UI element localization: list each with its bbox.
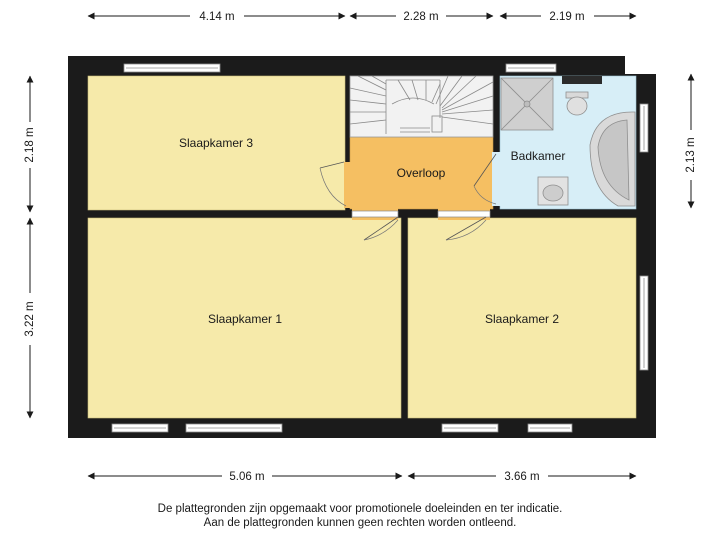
label-slaapkamer-3: Slaapkamer 3 bbox=[179, 136, 253, 150]
dimension-left-2: 3.22 m bbox=[24, 301, 36, 336]
room-slaapkamer-3 bbox=[87, 75, 346, 211]
windows bbox=[111, 63, 649, 433]
dimension-right-1: 2.13 m bbox=[685, 137, 697, 172]
disclaimer-line-1: De plattegronden zijn opgemaakt voor pro… bbox=[157, 503, 563, 515]
dimension-top-3: 2.19 m bbox=[549, 11, 584, 23]
dimension-top-2: 2.28 m bbox=[403, 11, 438, 23]
dimension-bottom-2: 3.66 m bbox=[504, 471, 539, 483]
label-slaapkamer-2: Slaapkamer 2 bbox=[485, 312, 559, 326]
dimension-left-1: 2.18 m bbox=[24, 127, 36, 162]
room-slaapkamer-2 bbox=[407, 217, 637, 419]
toilet-bowl bbox=[566, 96, 588, 116]
dimension-bottom-1: 5.06 m bbox=[229, 471, 264, 483]
staircase bbox=[349, 75, 494, 138]
dimension-lines bbox=[26, 12, 695, 480]
label-overloop: Overloop bbox=[397, 166, 446, 180]
disclaimer-line-2: Aan de plattegronden kunnen geen rechten… bbox=[203, 517, 517, 529]
dimension-top-1: 4.14 m bbox=[199, 11, 234, 23]
bathroom-fixtures bbox=[500, 76, 636, 207]
label-badkamer: Badkamer bbox=[511, 149, 566, 163]
disclaimer: De plattegronden zijn opgemaakt voor pro… bbox=[0, 502, 720, 530]
label-slaapkamer-1: Slaapkamer 1 bbox=[208, 312, 282, 326]
room-slaapkamer-1 bbox=[87, 217, 402, 419]
wall-notch bbox=[625, 56, 656, 74]
doors bbox=[319, 152, 502, 241]
room-overloop bbox=[349, 136, 494, 210]
